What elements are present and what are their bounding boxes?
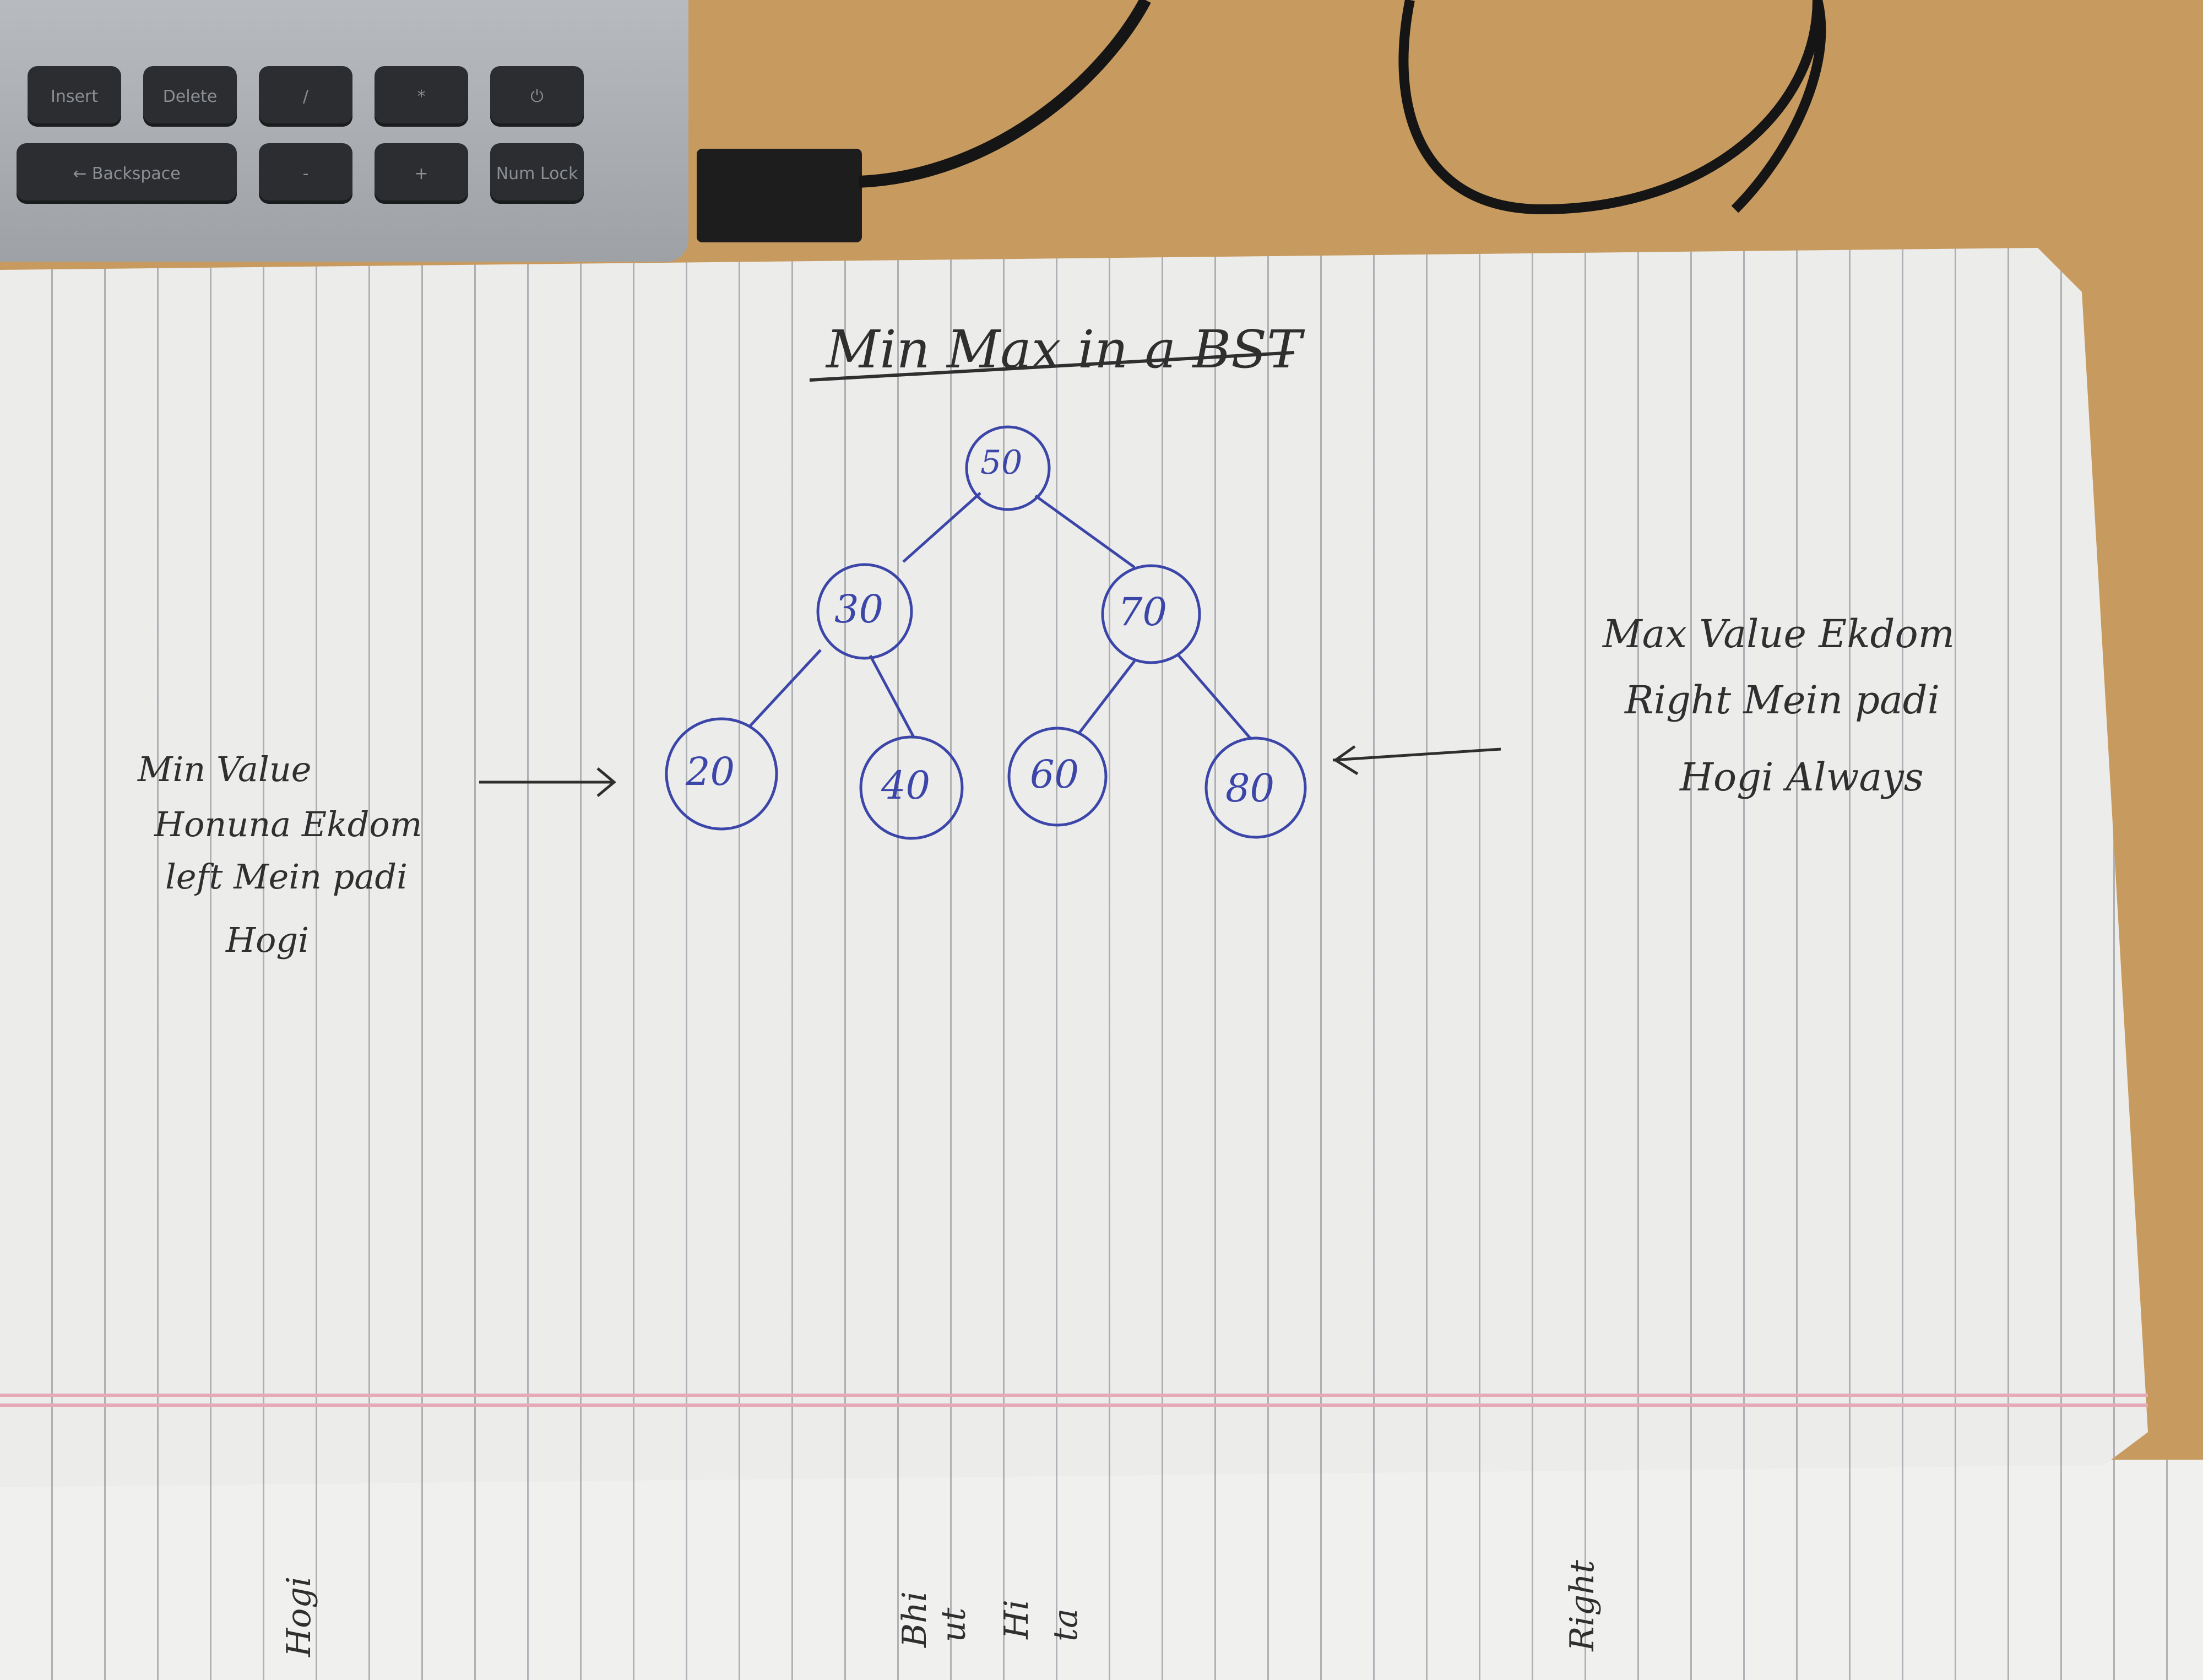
node-50: 50	[980, 443, 1023, 482]
usb-connector	[697, 149, 862, 242]
left-note-line-3: left Mein padi	[165, 857, 408, 897]
key-slash: /	[259, 66, 352, 127]
notebook-page	[0, 248, 2148, 1487]
lower-fragment-6: Right	[1562, 1560, 1602, 1651]
page-title: Min Max in a BST	[826, 319, 1302, 380]
key-delete: Delete	[143, 66, 237, 127]
key-power: ⏻	[490, 66, 584, 127]
lower-fragment-1: Hogi	[280, 1576, 319, 1657]
edge-30-20	[748, 649, 822, 728]
page-bottom-margin	[0, 1394, 2148, 1397]
node-20: 20	[686, 749, 735, 794]
lower-fragment-5: ta	[1046, 1608, 1085, 1641]
node-80-circle	[1204, 736, 1307, 839]
lower-fragment-2: Bhi	[895, 1591, 934, 1648]
node-60: 60	[1030, 752, 1079, 797]
node-40-circle	[859, 735, 964, 840]
left-note-line-4: Hogi	[226, 920, 309, 960]
lower-fragment-4: Hi	[997, 1600, 1036, 1639]
node-30-circle	[816, 563, 913, 660]
key-plus: +	[375, 143, 468, 204]
node-40: 40	[881, 763, 931, 808]
node-80: 80	[1225, 766, 1275, 811]
key-backspace: ← Backspace	[17, 143, 237, 204]
right-note-line-2: Right Mein padi	[1625, 678, 1940, 723]
edge-50-30	[902, 492, 981, 563]
node-60-circle	[1007, 727, 1108, 827]
right-note-line-1: Max Value Ekdom	[1603, 611, 1955, 657]
right-note-line-3: Hogi Always	[1680, 755, 1924, 800]
key-numlock: Num Lock	[490, 143, 584, 204]
edge-70-80	[1178, 654, 1251, 739]
edge-50-70	[1034, 494, 1136, 569]
node-70: 70	[1118, 589, 1168, 635]
edge-30-40	[869, 654, 916, 739]
laptop-keyboard: Insert Delete / * ⏻ ← Backspace - + Num …	[0, 0, 688, 262]
node-30: 30	[834, 587, 884, 632]
key-insert: Insert	[28, 66, 121, 127]
key-minus: -	[259, 143, 352, 204]
lower-notebook-page	[0, 1460, 2203, 1680]
left-note-line-1: Min Value	[138, 749, 312, 789]
lower-fragment-3: ut	[934, 1607, 973, 1643]
node-50-circle	[965, 425, 1051, 511]
max-arrow	[1332, 747, 1501, 762]
node-20-circle	[665, 717, 778, 831]
left-note-line-2: Honuna Ekdom	[154, 804, 422, 844]
node-70-circle	[1101, 564, 1201, 664]
edge-70-60	[1078, 660, 1136, 734]
key-asterisk: *	[375, 66, 468, 127]
